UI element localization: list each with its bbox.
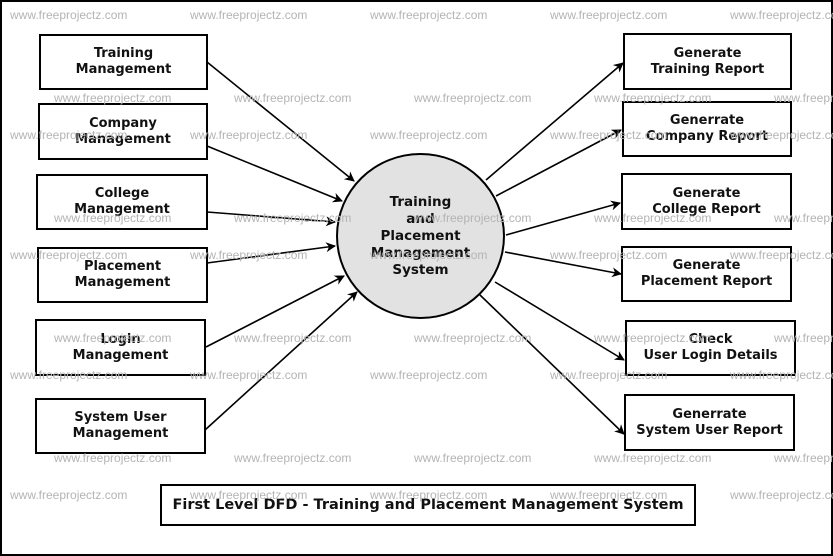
entity-label: Management xyxy=(74,202,170,217)
flow-college-mgmt xyxy=(206,211,336,227)
process-label: and xyxy=(406,210,435,227)
diagram-title: First Level DFD - Training and Placement… xyxy=(172,497,684,513)
output-label: Check xyxy=(688,332,733,347)
flow-college-report xyxy=(505,200,621,236)
entity-training-management[interactable]: Training Management xyxy=(39,34,208,90)
output-label: User Login Details xyxy=(643,348,778,363)
entity-company-management[interactable]: Company Management xyxy=(38,103,208,160)
process-label: Placement xyxy=(380,227,461,244)
flow-placement-report xyxy=(504,251,622,278)
output-label: College Report xyxy=(652,201,761,217)
entity-login-management[interactable]: Login Management xyxy=(35,319,206,376)
flow-training-report xyxy=(485,62,624,181)
output-generate-college-report[interactable]: Generate College Report xyxy=(621,173,792,230)
flow-system-user-mgmt xyxy=(204,291,358,431)
entity-college-management[interactable]: College Management xyxy=(36,174,208,230)
flow-company-mgmt xyxy=(206,145,343,203)
output-label: Placement Report xyxy=(640,274,773,289)
process-label: Management xyxy=(370,244,471,261)
entity-system-user-management[interactable]: System User Management xyxy=(35,398,206,454)
flow-login-details xyxy=(494,281,625,361)
flow-placement-mgmt xyxy=(206,242,336,264)
entity-label: System User xyxy=(74,410,167,425)
flow-system-user-report xyxy=(479,294,625,435)
process-label: System xyxy=(392,261,449,278)
output-generate-placement-report[interactable]: Generate Placement Report xyxy=(621,246,792,302)
entity-label: College xyxy=(94,186,150,201)
output-check-user-login-details[interactable]: Check User Login Details xyxy=(625,320,796,376)
output-generate-training-report[interactable]: Generate Training Report xyxy=(623,33,792,90)
output-label: Company Report xyxy=(645,129,769,144)
entity-label: Management xyxy=(75,131,171,147)
output-label: Generate xyxy=(673,45,742,61)
entity-label: Placement xyxy=(83,259,162,274)
output-label: System User Report xyxy=(636,422,783,438)
output-label: Generrate xyxy=(672,406,747,422)
entity-label: Login xyxy=(100,331,141,347)
output-label: Generate xyxy=(672,258,741,273)
entity-label: Management xyxy=(72,426,169,441)
entity-label: Management xyxy=(74,275,171,290)
entity-label: Management xyxy=(72,347,169,363)
output-label: Generate xyxy=(672,185,741,201)
output-generate-system-user-report[interactable]: Generrate System User Report xyxy=(624,394,795,451)
process-training-placement-system[interactable]: Training and Placement Management System xyxy=(336,153,505,319)
diagram-title-box: First Level DFD - Training and Placement… xyxy=(160,484,696,526)
flow-login-mgmt xyxy=(205,275,345,348)
flow-training-mgmt xyxy=(206,61,355,182)
output-label: Generrate xyxy=(669,113,745,128)
entity-label: Training xyxy=(93,46,154,61)
output-generate-company-report[interactable]: Generrate Company Report xyxy=(622,101,792,157)
process-label: Training xyxy=(389,193,452,210)
entity-label: Management xyxy=(75,62,172,77)
entity-label: Company xyxy=(89,115,157,131)
entity-placement-management[interactable]: Placement Management xyxy=(37,247,208,303)
output-label: Training Report xyxy=(650,61,765,77)
flow-company-report xyxy=(495,129,622,197)
